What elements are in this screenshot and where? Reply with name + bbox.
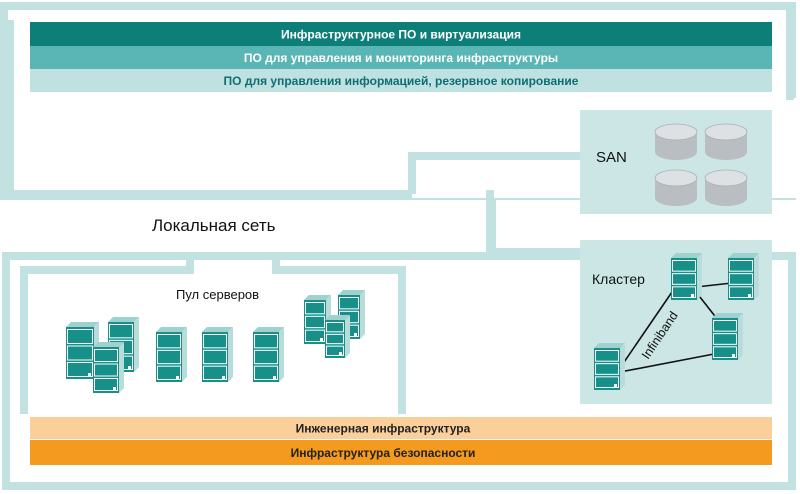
server-icon	[156, 327, 187, 382]
infrastructure-layers: Инженерная инфраструктура Инфраструктура…	[30, 417, 772, 465]
channel-outer-frame	[2, 252, 796, 490]
server-icon	[253, 327, 284, 382]
disk-icon	[654, 169, 698, 206]
channel-pool-left	[6, 252, 194, 414]
channel-cluster-link	[486, 190, 582, 258]
layer-label-monitoring: ПО для управления и мониторинга инфрастр…	[244, 51, 558, 65]
server-pool-label: Пул серверов	[176, 287, 259, 302]
san-panel: SAN	[580, 110, 772, 214]
server-icon	[202, 327, 233, 382]
local-network-label: Локальная сеть	[152, 216, 276, 235]
channel-san-link	[408, 152, 582, 194]
server-icon	[93, 342, 124, 393]
software-layers: Инфраструктурное ПО и виртуализация ПО д…	[30, 22, 772, 92]
server-icon	[728, 253, 759, 300]
server-icon	[594, 343, 625, 390]
layer-label-infrastructure-software: Инфраструктурное ПО и виртуализация	[281, 28, 521, 42]
channel-pool-right	[272, 256, 406, 414]
layer-label-information-management: ПО для управления информацией, резервное…	[224, 74, 579, 88]
server-icon	[325, 315, 350, 358]
server-icon	[671, 253, 702, 300]
link-d	[619, 353, 715, 373]
san-label: SAN	[596, 149, 627, 166]
server-icon	[712, 313, 743, 360]
link-a	[619, 291, 673, 369]
channel-to-cluster	[468, 190, 583, 256]
layer-bar-monitoring	[30, 46, 772, 69]
disk-icon	[704, 123, 748, 160]
disk-icon	[654, 123, 698, 160]
layer-bar-information-management	[30, 69, 772, 92]
san-disks	[654, 123, 748, 206]
cluster-panel: Кластер Infiniband	[580, 240, 772, 404]
cluster-servers	[594, 253, 759, 390]
disk-icon	[704, 169, 748, 206]
layer-label-engineering: Инженерная инфраструктура	[296, 422, 471, 436]
layer-bar-security	[30, 440, 772, 465]
layer-bar-engineering	[30, 417, 772, 439]
server-pool: Пул серверов	[36, 274, 398, 410]
layer-bar-infrastructure-software	[30, 22, 772, 46]
pool-servers	[66, 290, 365, 393]
layer-label-security: Инфраструктура безопасности	[291, 446, 476, 460]
cluster-label: Кластер	[592, 271, 645, 287]
